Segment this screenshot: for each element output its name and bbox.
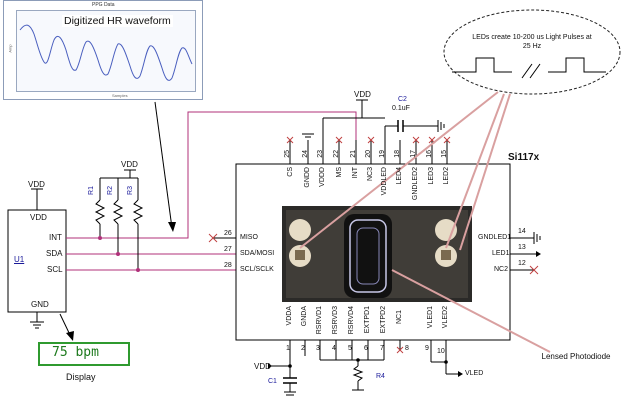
host-int-pin: INT [49,233,62,242]
pin-7-num: 7 [380,345,384,352]
lensed-photodiode-label: Lensed Photodiode [541,352,611,361]
pin-led2-name: LED2 [443,167,450,185]
pin-8-num: 8 [405,345,409,352]
pin-led4-name: LED4 [396,167,403,185]
pin-sda-mosi-name: SDA/MOSI [240,250,275,257]
pin-gndled2-name: GNDLED2 [412,167,419,201]
waveform-arrowhead [168,222,176,232]
resistor-r2 [112,199,124,225]
ppg-waveform-trace [19,24,193,81]
pin-extpd1-name: EXTPD1 [364,306,371,334]
pin-13-num: 13 [518,244,526,251]
pin-22-num: 22 [333,150,340,158]
pin-25-num: 25 [284,150,291,158]
vdd-top-label: VDD [354,90,371,99]
pin-28-num: 28 [224,262,232,269]
waveform-title: PPG Data [92,2,115,8]
r2-label: R2 [107,186,114,195]
vled-label: VLED [465,370,484,377]
c2-value: 0.1uF [392,105,410,112]
pin-15-num: 15 [441,150,448,158]
pin-1-num: 1 [286,345,290,352]
resistor-r3 [132,199,144,225]
pin-vdda-name: VDDA [286,306,293,326]
r4-label: R4 [376,373,385,380]
pin-3-num: 3 [316,345,320,352]
pin-scl-sclk-name: SCL/SCLK [240,266,274,273]
photodiode-window [344,214,392,298]
host-gnd-pin: GND [31,300,49,309]
pin-17-num: 17 [410,150,417,158]
waveform-arrow [154,101,173,229]
pin-20-num: 20 [365,150,372,158]
pin-18-num: 18 [394,150,401,158]
resistor-r1 [94,199,106,225]
host-scl-pin: SCL [47,265,63,274]
waveform-x-label: Samples [112,93,128,98]
pin-26-num: 26 [224,230,232,237]
c2-label: C2 [398,96,407,103]
pin-23-num: 23 [317,150,324,158]
resistor-r4 [352,365,364,382]
top-pin-stubs [289,126,448,164]
pin-16-num: 16 [426,150,433,158]
pin-int-name: INT [352,167,359,179]
waveform-caption: Digitized HR waveform [62,15,173,27]
host-vdd-pin: VDD [30,213,47,222]
chip-name: Si117x [508,152,540,163]
host-sda-pin: SDA [46,249,63,258]
pin-gnda-name: GNDA [301,306,308,327]
pin-nc1-name: NC1 [396,310,403,325]
pin-gndd-name: GNDD [304,167,311,188]
pin-12-num: 12 [518,260,526,267]
vdd-left-label: VDD [28,180,45,189]
led-pulse-note: LEDs create 10-200 us Light Pulses at 25… [472,34,592,50]
bpm-value: 75 bpm [52,345,99,360]
pin-vled1-name: VLED1 [427,306,434,329]
si117x-chip-outline [235,163,511,341]
pin-2-num: 2 [301,345,305,352]
pin-nc2-name: NC2 [494,266,509,273]
pin-gndled1-name: GNDLED1 [478,234,512,241]
pin-19-num: 19 [379,150,386,158]
r3-label: R3 [127,186,134,195]
led-pulse-callout [443,9,621,95]
pin-rsrvd1-name: RSRVD1 [316,306,323,335]
pin-vddled-name: VDDLED [381,167,388,196]
pin-24-num: 24 [302,150,309,158]
c1-label: C1 [268,378,277,385]
vdd-bottom-label: VDD [254,362,271,371]
int-wire [66,111,357,239]
vdd-pullup-label: VDD [121,160,138,169]
pin-led1-name: LED1 [492,250,510,257]
pin-6-num: 6 [364,345,368,352]
pin-rsrvd3-name: RSRVD3 [332,306,339,335]
pin-14-num: 14 [518,228,526,235]
pin-5-num: 5 [348,345,352,352]
pin-27-num: 27 [224,246,232,253]
r1-label: R1 [88,186,95,195]
pin-miso-name: MISO [240,234,258,241]
pulse-train [452,57,512,73]
bpm-display [38,342,130,366]
display-label: Display [66,372,96,382]
pin-nc3-name: NC3 [367,167,374,182]
pin-cs-name: CS [287,167,294,177]
host-ref: U1 [14,255,25,264]
pin-4-num: 4 [332,345,336,352]
pin-extpd2-name: EXTPD2 [380,306,387,334]
pin-led3-name: LED3 [428,167,435,185]
pin-vddd-name: VDDD [319,167,326,187]
pin-ms-name: MS [336,167,343,178]
pin-9-num: 9 [425,345,429,352]
pin-rsrvd4-name: RSRVD4 [348,306,355,335]
pin-10-num: 10 [437,348,445,355]
pin-21-num: 21 [350,150,357,158]
pin-vled2-name: VLED2 [442,306,449,329]
